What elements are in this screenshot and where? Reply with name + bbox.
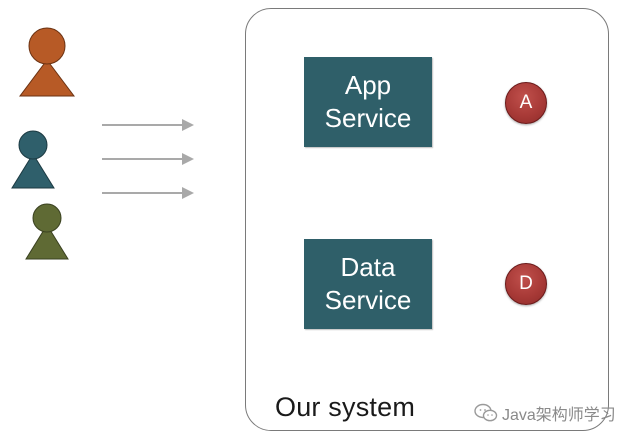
request-arrow-icon xyxy=(102,152,196,166)
user-icon-olive xyxy=(24,203,70,261)
data-service-label-line2: Service xyxy=(324,285,412,315)
database-d-icon: D xyxy=(505,263,547,305)
user-icon-orange xyxy=(18,26,76,98)
app-service-box: App Service xyxy=(304,57,432,147)
watermark-text: Java架构师学习 xyxy=(502,407,616,424)
user-icon-teal xyxy=(10,130,56,190)
app-service-label-line2: Service xyxy=(324,103,412,133)
watermark: Java架构师学习 xyxy=(474,401,616,425)
data-service-label-line1: Data xyxy=(340,252,396,282)
database-d-label: D xyxy=(519,273,533,294)
system-label: Our system xyxy=(275,392,416,422)
database-a-label: A xyxy=(519,92,533,113)
request-arrow-icon xyxy=(102,186,196,200)
app-service-label-line1: App xyxy=(344,70,392,100)
wechat-icon xyxy=(474,403,498,423)
request-arrow-icon xyxy=(102,118,196,132)
data-service-box: Data Service xyxy=(304,239,432,329)
database-a-icon: A xyxy=(505,82,547,124)
